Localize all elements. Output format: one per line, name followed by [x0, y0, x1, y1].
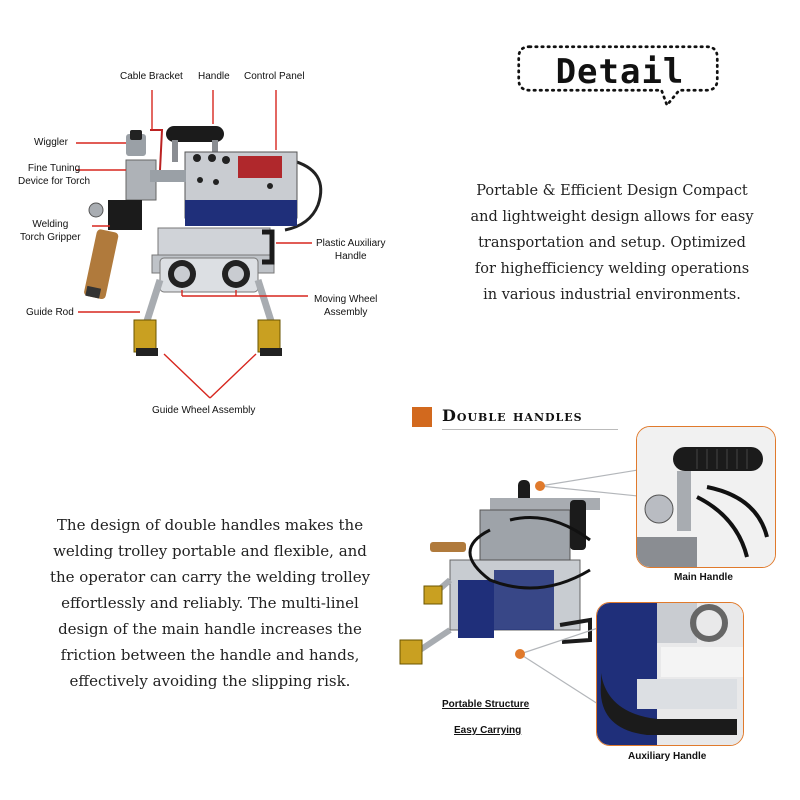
label-welding-torch-gripper: Welding Torch Gripper: [20, 218, 81, 244]
label-moving-wheel-line2: Assembly: [324, 307, 368, 318]
main-handle-image: [637, 427, 775, 567]
label-wiggler: Wiggler: [34, 137, 68, 148]
label-plastic-auxiliary-handle: Plastic Auxiliary Handle: [316, 237, 385, 263]
detail-line: transportation and setup. Optimized: [478, 235, 746, 251]
portable-structure-caption: Portable Structure: [442, 699, 530, 710]
detail-paragraph: Portable & Efficient Design Compact and …: [452, 178, 772, 308]
speech-bubble-icon: [517, 45, 719, 108]
label-welding-line1: Welding: [32, 219, 69, 230]
easy-carrying-caption: Easy Carrying: [454, 725, 522, 736]
detail-line: Portable & Efficient Design Compact: [476, 183, 748, 199]
auxiliary-handle-caption: Auxiliary Handle: [628, 751, 707, 762]
label-moving-wheel-line1: Moving Wheel: [314, 294, 378, 305]
labeled-machine-diagram: Cable Bracket Handle Control Panel Wiggl…: [0, 0, 420, 430]
callout-dot-main-handle: [535, 481, 545, 491]
main-handle-photo: [636, 426, 776, 568]
detail-line: and lightweight design allows for easy: [470, 209, 754, 225]
paragraph-line: friction between the handle and hands,: [60, 646, 360, 664]
callout-dot-aux-handle: [515, 649, 525, 659]
detail-line: in various industrial environments.: [483, 287, 741, 303]
paragraph-line: effortlessly and reliably. The multi-lin…: [61, 594, 359, 612]
trolley-side-image: [399, 480, 600, 665]
welding-trolley-image: [76, 90, 323, 399]
label-handle: Handle: [198, 71, 230, 82]
paragraph-line: the operator can carry the welding troll…: [49, 568, 371, 586]
label-welding-line2: Torch Gripper: [20, 232, 81, 243]
label-guide-rod: Guide Rod: [26, 307, 74, 318]
orange-square-icon: [412, 407, 432, 427]
detail-line: for highefficiency welding operations: [474, 261, 750, 277]
label-cable-bracket: Cable Bracket: [120, 71, 183, 82]
label-fine-tuning-line2: Device for Torch: [18, 176, 91, 187]
label-plastic-aux-line1: Plastic Auxiliary: [316, 238, 386, 249]
auxiliary-handle-image: [597, 603, 743, 745]
label-guide-wheel-assembly: Guide Wheel Assembly: [152, 405, 256, 416]
label-moving-wheel-assembly: Moving Wheel Assembly: [314, 293, 377, 319]
auxiliary-handle-photo: [596, 602, 744, 746]
label-plastic-aux-line2: Handle: [334, 251, 367, 262]
paragraph-line: design of the main handle increases the: [58, 620, 362, 638]
paragraph-line: The design of double handles makes the: [56, 516, 364, 534]
paragraph-line: effectively avoiding the slipping risk.: [69, 672, 351, 690]
double-handles-title: Double handles: [442, 406, 583, 425]
header-divider: [442, 429, 618, 430]
label-fine-tuning: Fine Tuning Device for Torch: [18, 162, 90, 188]
paragraph-line: welding trolley portable and flexible, a…: [53, 542, 367, 560]
label-control-panel: Control Panel: [244, 71, 305, 82]
main-handle-caption: Main Handle: [674, 572, 733, 583]
detail-title: Detail: [555, 52, 685, 92]
double-handles-paragraph: The design of double handles makes the w…: [20, 512, 400, 694]
label-fine-tuning-line1: Fine Tuning: [27, 163, 81, 174]
